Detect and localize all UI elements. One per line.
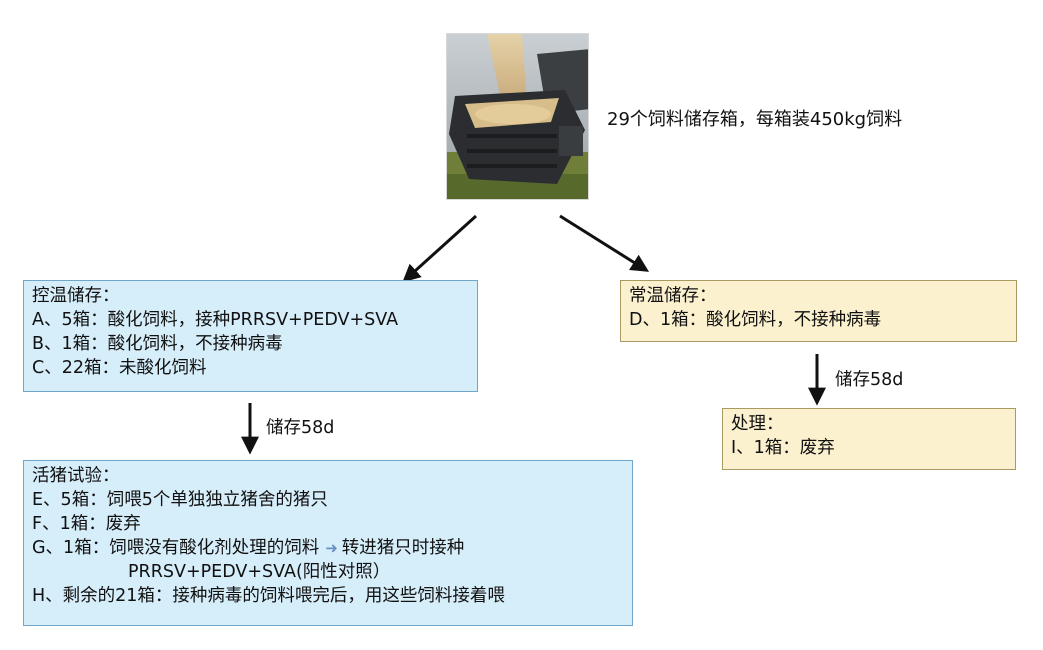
- controlled-storage-item-c: C、22箱：未酸化饲料: [32, 358, 207, 378]
- treatment-box: 处理： I、1箱：废弃: [722, 408, 1016, 470]
- live-pig-trial-item-g-continuation: PRRSV+PEDV+SVA(阳性对照）: [128, 562, 391, 582]
- storage-duration-left: 储存58d: [266, 418, 335, 438]
- ambient-storage-item-d: D、1箱：酸化饲料，不接种病毒: [629, 310, 882, 330]
- item-g-feed-text: G、1箱：饲喂没有酸化剂处理的饲料: [32, 538, 320, 558]
- arrow-to-controlled-storage: [402, 214, 478, 283]
- arrow-right-icon: ➜: [325, 539, 338, 557]
- ambient-storage-box: 常温储存： D、1箱：酸化饲料，不接种病毒: [620, 280, 1017, 342]
- arrow-to-ambient-storage: [559, 214, 650, 272]
- controlled-storage-item-a: A、5箱：酸化饲料，接种PRRSV+PEDV+SVA: [32, 310, 399, 330]
- treatment-title: 处理：: [731, 414, 784, 434]
- controlled-storage-item-b: B、1箱：酸化饲料，不接种病毒: [32, 334, 283, 354]
- controlled-storage-box: 控温储存： A、5箱：酸化饲料，接种PRRSV+PEDV+SVA B、1箱：酸化…: [23, 280, 478, 392]
- controlled-storage-title: 控温储存：: [32, 286, 120, 306]
- live-pig-trial-item-f: F、1箱：废弃: [32, 514, 141, 534]
- live-pig-trial-box: 活猪试验： E、5箱：饲喂5个单独独立猪舍的猪只 F、1箱：废弃 G、1箱：饲喂…: [23, 460, 633, 626]
- item-g-inoculate-text: 转进猪只时接种: [341, 538, 465, 558]
- treatment-item-i: I、1箱：废弃: [731, 438, 835, 458]
- live-pig-trial-item-h: H、剩余的21箱：接种病毒的饲料喂完后，用这些饲料接着喂: [32, 586, 505, 606]
- feed-bin-photo: [446, 33, 589, 200]
- storage-duration-right: 储存58d: [835, 370, 904, 390]
- feed-bins-caption: 29个饲料储存箱，每箱装450kg饲料: [607, 109, 903, 130]
- live-pig-trial-title: 活猪试验：: [32, 466, 120, 486]
- ambient-storage-title: 常温储存：: [629, 286, 717, 306]
- live-pig-trial-item-e: E、5箱：饲喂5个单独独立猪舍的猪只: [32, 490, 328, 510]
- live-pig-trial-item-g: G、1箱：饲喂没有酸化剂处理的饲料 ➜转进猪只时接种: [32, 536, 624, 560]
